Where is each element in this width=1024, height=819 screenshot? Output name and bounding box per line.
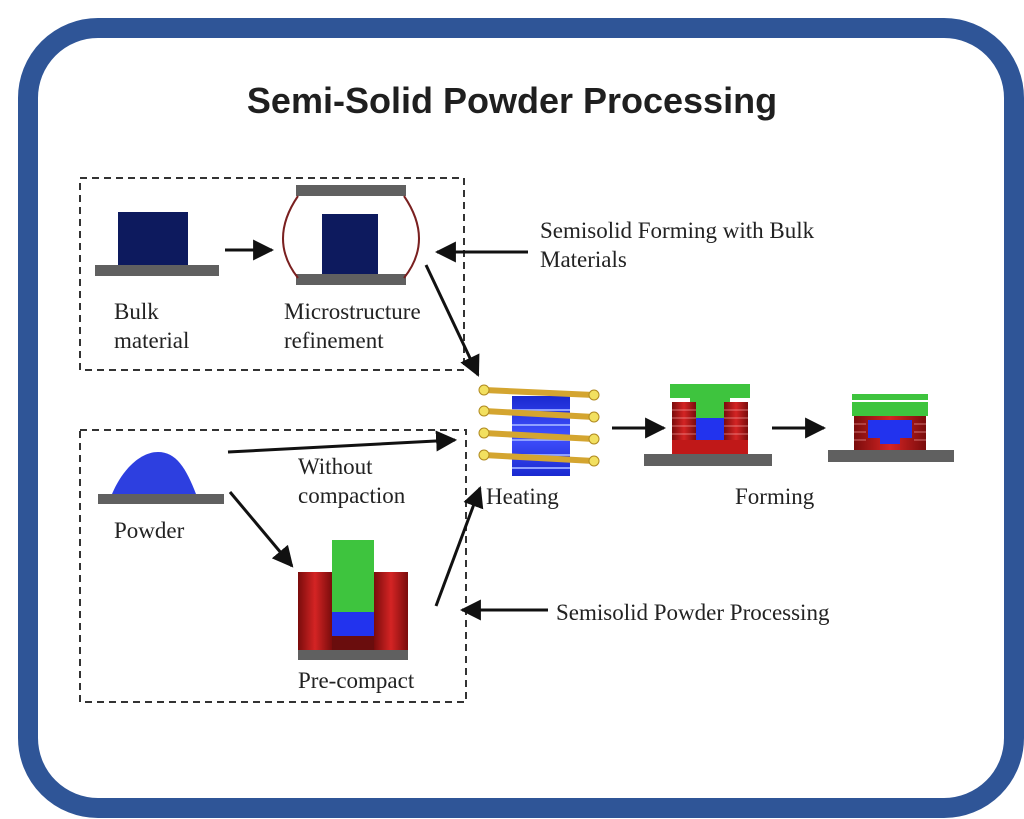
bulk-material-label: Bulk material [114,297,189,355]
arrow-refinement-to-heating [424,264,480,377]
arrow-powder-to-precompact [228,491,294,568]
page-title: Semi-Solid Powder Processing [246,80,778,121]
micro-label-line1: Microstructure [284,299,421,324]
forming-die-after-icon [828,394,954,462]
bulk-forming-label: Semisolid Forming with Bulk Materials [540,216,814,274]
bulk-material-icon [95,212,219,276]
microstructure-refinement-icon [282,185,420,285]
bulk-route-box [79,177,465,371]
without-compaction-label: Without compaction [298,452,405,510]
pre-compact-icon [298,540,408,660]
powder-icon [98,452,224,504]
bulk-forming-line2: Materials [540,247,627,272]
bulk-label-line1: Bulk [114,299,159,324]
without-line2: compaction [298,483,406,508]
forming-label: Forming [735,484,815,509]
forming-die-before-icon [644,384,772,466]
arrow-precompact-to-heating [434,486,484,607]
powder-processing-label: Semisolid Powder Processing [556,600,830,625]
arrow-powder-to-heating [227,430,458,454]
microstructure-label: Microstructure refinement [284,297,421,355]
heating-label: Heating [486,484,559,509]
pre-compact-label: Pre-compact [298,668,415,693]
bulk-forming-line1: Semisolid Forming with Bulk [540,218,815,243]
heating-coil-icon [478,384,600,476]
powder-label: Powder [114,518,185,543]
powder-route-box [79,429,467,703]
bulk-label-line2: material [114,328,190,353]
without-line1: Without [298,454,373,479]
micro-label-line2: refinement [284,328,384,353]
